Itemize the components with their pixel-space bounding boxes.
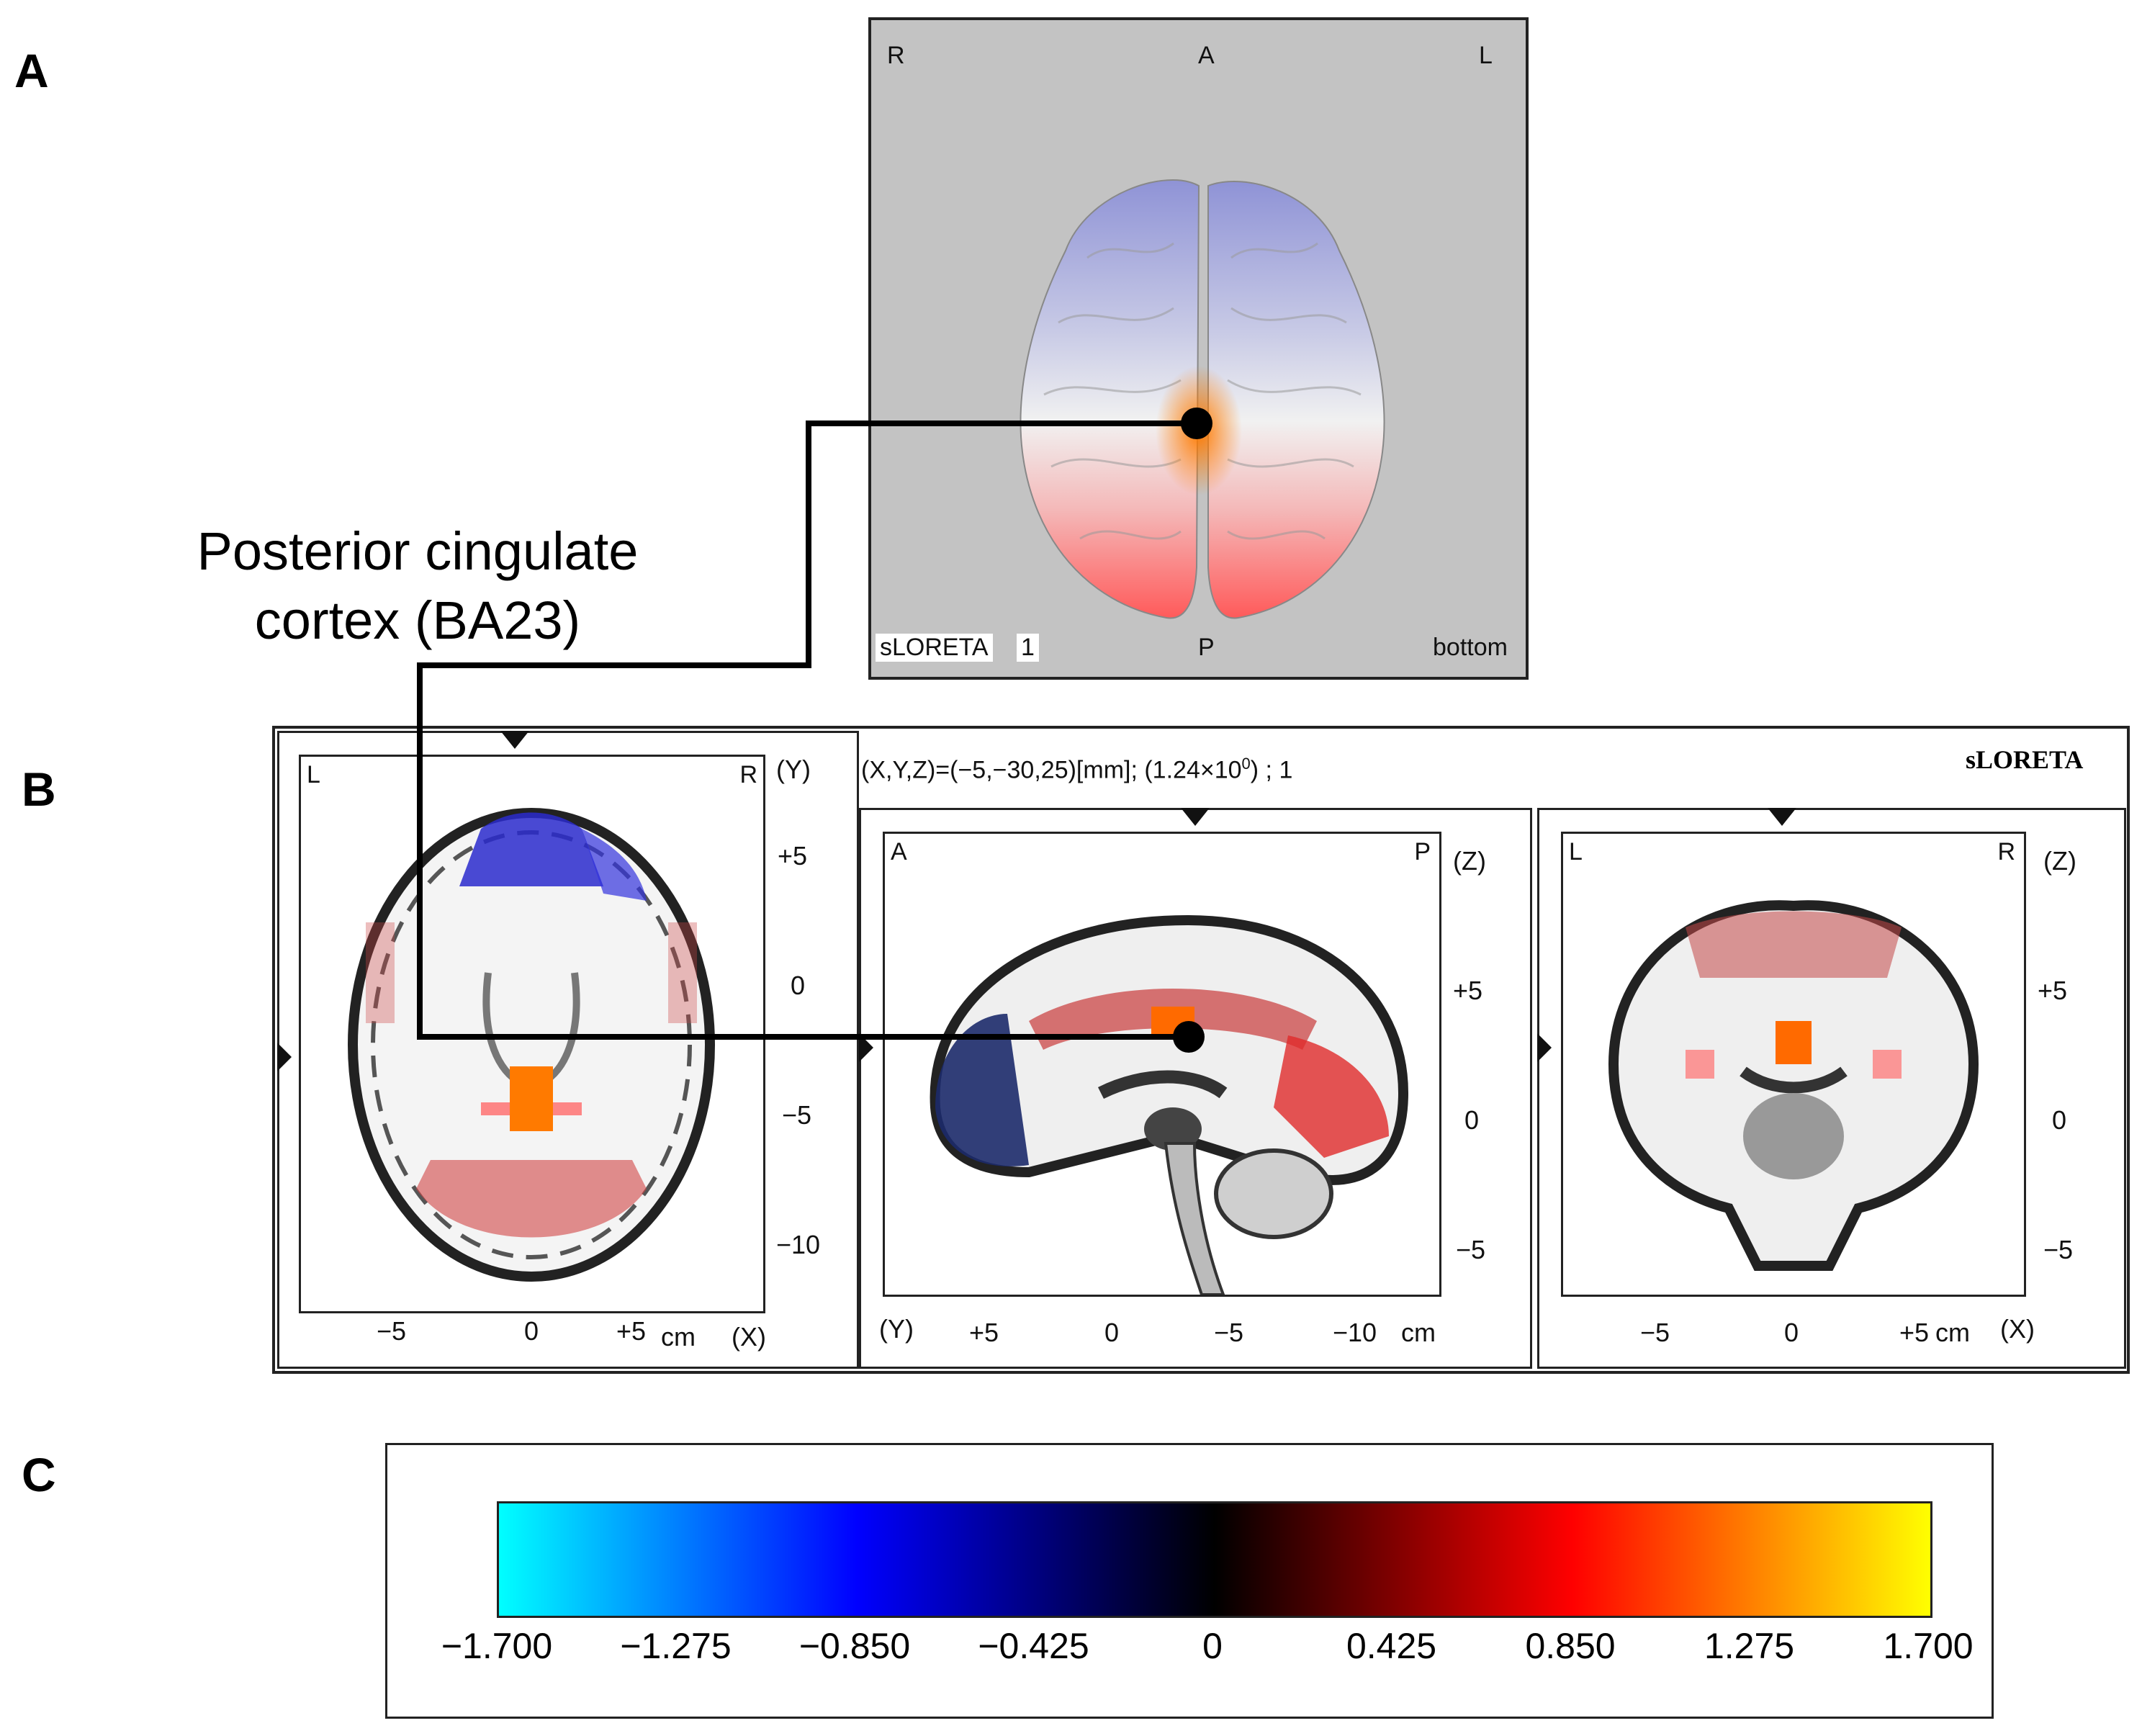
- axial-x-tick-1: −5: [377, 1316, 407, 1346]
- annotation-line-1: Posterior cingulate: [197, 521, 639, 581]
- panel-letter-a: A: [14, 44, 49, 97]
- axial-y-tick-4: −10: [776, 1230, 821, 1259]
- sagittal-brain-image: [930, 914, 1409, 1295]
- coronal-x-tick-3: +5: [1899, 1318, 1930, 1347]
- axial-x-tick-3: +5: [616, 1316, 647, 1346]
- orient-label-a: A: [1198, 42, 1215, 69]
- brain-3d-render: [1020, 179, 1385, 619]
- axial-view: L R (Y) +5 0 −5 −10 −5 0 +5 cm (X): [277, 731, 859, 1369]
- sagittal-y-tick-3: −5: [1214, 1318, 1244, 1347]
- orient-label-p: P: [1198, 634, 1215, 661]
- coronal-axis-z-label: (Z): [2043, 846, 2076, 876]
- panel-a-frame: R A L sLORETA 1 P bottom: [868, 17, 1529, 680]
- annotation-label: Posterior cingulate cortex (BA23): [144, 517, 691, 655]
- colorbar-frame: −1.700 −1.275 −0.850 −0.425 0 0.425 0.850 1.275…: [385, 1443, 1994, 1719]
- axial-slice-area: L R: [299, 755, 765, 1313]
- sagittal-y-tick-2: 0: [1104, 1318, 1120, 1347]
- colorbar-tick-label: −1.700: [441, 1626, 553, 1666]
- coronal-x-unit: cm: [1935, 1318, 1970, 1347]
- panel-letter-c: C: [22, 1448, 56, 1501]
- sagittal-y-unit: cm: [1401, 1318, 1436, 1347]
- sagittal-axis-z-label: (Z): [1453, 846, 1486, 876]
- pcc-activation: [1156, 366, 1242, 495]
- coronal-brain-image: [1608, 900, 1979, 1271]
- axial-brain-image: [348, 808, 715, 1282]
- sagittal-y-tick-1: +5: [969, 1318, 999, 1347]
- colorbar-tick-label: −0.425: [978, 1626, 1089, 1666]
- axial-y-tick-2: 0: [791, 971, 806, 1000]
- sagittal-z-tick-3: −5: [1456, 1235, 1486, 1264]
- sagittal-corner-p: P: [1414, 838, 1431, 865]
- colorbar-tick-label: 1.275: [1704, 1626, 1795, 1666]
- axial-x-unit: cm: [661, 1322, 696, 1352]
- panel-letter-b: B: [22, 763, 56, 816]
- axial-axis-y-label: (Y): [776, 755, 811, 784]
- colorbar-tick-label: 0: [1202, 1626, 1223, 1666]
- sagittal-z-tick-1: +5: [1453, 976, 1483, 1005]
- hemisphere-left: [1207, 181, 1385, 619]
- coronal-x-tick-1: −5: [1640, 1318, 1670, 1347]
- axial-corner-l: L: [307, 761, 320, 788]
- colorbar-tick-label: 0.425: [1346, 1626, 1437, 1666]
- coronal-z-tick-2: 0: [2052, 1105, 2067, 1135]
- sagittal-z-tick-2: 0: [1464, 1105, 1480, 1135]
- view-label: bottom: [1433, 634, 1508, 661]
- annotation-line-2: cortex (BA23): [254, 590, 581, 650]
- colorbar-gradient: [497, 1501, 1932, 1618]
- sagittal-y-tick-4: −10: [1333, 1318, 1377, 1347]
- panel-b-frame: [272, 726, 2130, 1374]
- axial-axis-x-label: (X): [732, 1322, 766, 1352]
- sagittal-slice-area: A P: [883, 832, 1441, 1297]
- orient-label-r: R: [887, 42, 905, 69]
- coronal-view: L R (Z) +5 0 −5 −5 0 +5 cm (X): [1537, 808, 2126, 1369]
- coronal-z-tick-1: +5: [2038, 976, 2068, 1005]
- coronal-corner-r: R: [1997, 838, 2015, 865]
- coronal-slice-area: L R: [1561, 832, 2026, 1297]
- coronal-z-tick-3: −5: [2043, 1235, 2074, 1264]
- axial-x-tick-2: 0: [524, 1316, 539, 1346]
- sagittal-view: A P (Z) +5 0 −5 (Y) +5 0 −5 −10 cm: [859, 808, 1532, 1369]
- colorbar-ticks: −1.700 −1.275 −0.850 −0.425 0 0.425 0.850 1.275…: [441, 1625, 1974, 1668]
- colorbar-tick-label: 0.850: [1525, 1626, 1616, 1666]
- method-label-b: sLORETA: [1966, 745, 2084, 774]
- axial-y-tick-1: +5: [778, 841, 808, 871]
- coronal-corner-l: L: [1569, 838, 1583, 865]
- sagittal-axis-y-label: (Y): [879, 1314, 914, 1344]
- orient-label-l: L: [1479, 42, 1493, 69]
- colorbar-tick-label: −0.850: [798, 1626, 911, 1666]
- coordinate-text: (X,Y,Z)=(−5,−30,25)[mm]; (1.24×10: [861, 756, 1242, 784]
- axial-y-tick-3: −5: [782, 1100, 812, 1130]
- coordinate-suffix: ) ; 1: [1250, 756, 1293, 784]
- coronal-axis-x-label: (X): [2000, 1314, 2035, 1344]
- coordinate-exponent: 0: [1241, 755, 1251, 773]
- coronal-x-tick-2: 0: [1784, 1318, 1799, 1347]
- coordinate-readout: (X,Y,Z)=(−5,−30,25)[mm]; (1.24×100) ; 1: [861, 755, 1292, 784]
- colorbar-tick-label: 1.700: [1883, 1626, 1974, 1666]
- colorbar-tick-label: −1.275: [620, 1626, 732, 1666]
